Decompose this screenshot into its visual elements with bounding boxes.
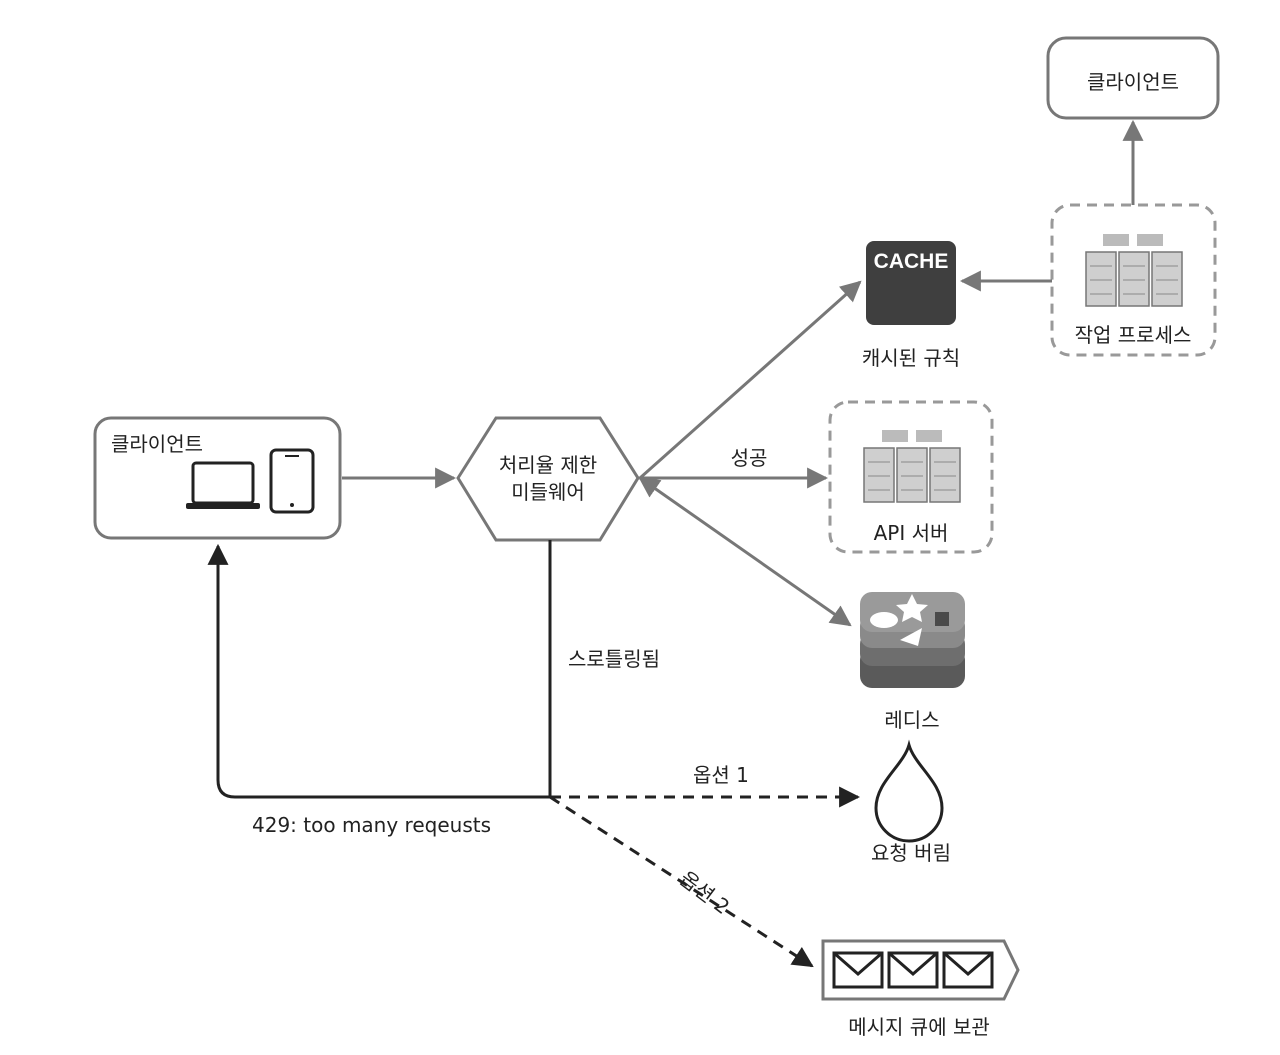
server-rack-icon: [1085, 234, 1183, 307]
cache-text: CACHE: [874, 250, 949, 273]
option1-label: 옵션 1: [693, 763, 749, 787]
envelope-icon: [821, 939, 1020, 1001]
worker-process-box: [1050, 203, 1217, 357]
drop-icon: [874, 739, 944, 843]
worker-process-label: 작업 프로세스: [1074, 323, 1192, 347]
drop-label: 요청 버림: [871, 841, 951, 865]
client-left-label: 클라이언트: [111, 432, 203, 456]
tablet-icon: [269, 448, 315, 514]
api-server-label: API 서버: [873, 521, 949, 545]
api-server-box: [828, 400, 994, 554]
cache-icon: CACHE: [866, 241, 956, 325]
redis-label: 레디스: [884, 708, 940, 732]
edge-option2: [549, 795, 814, 968]
redis-icon: [860, 592, 965, 688]
middleware-label: 처리율 제한 미들웨어: [460, 452, 636, 506]
middleware-hexagon: [456, 416, 640, 542]
edge-middleware-redis: [638, 476, 852, 627]
client-top-label: 클라이언트: [1087, 70, 1179, 94]
too-many-requests-label: 429: too many reqeusts: [252, 813, 491, 837]
queue-label: 메시지 큐에 보관: [848, 1015, 990, 1039]
client-top-box: [1046, 36, 1220, 120]
edge-429-to-client: [207, 543, 550, 799]
server-rack-icon: [863, 430, 961, 503]
throttled-label: 스로틀링됨: [568, 647, 660, 671]
cache-label: 캐시된 규칙: [861, 346, 961, 370]
laptop-icon: [186, 461, 260, 509]
middleware-line1: 처리율 제한: [498, 453, 598, 477]
edge-middleware-to-cache: [639, 280, 862, 480]
success-label: 성공: [730, 446, 768, 470]
middleware-line2: 미들웨어: [511, 480, 585, 504]
